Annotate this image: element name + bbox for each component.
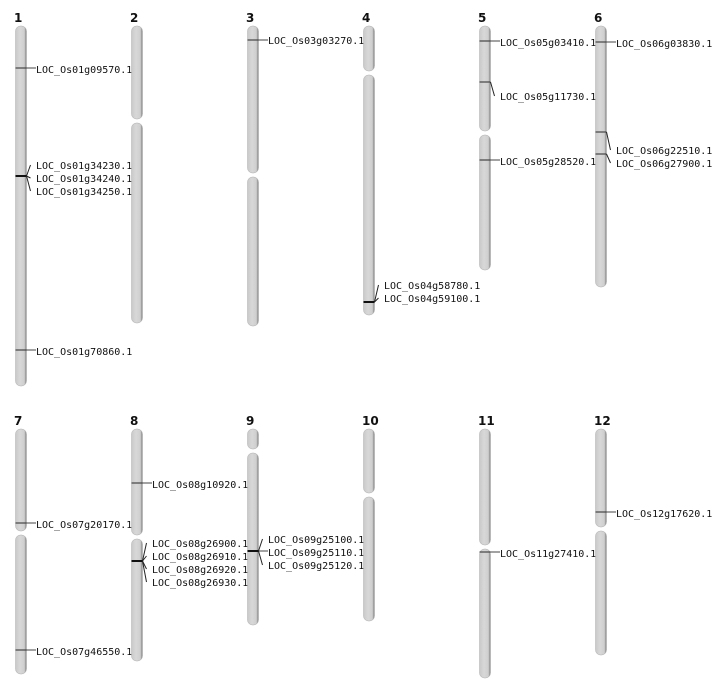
chromosome-arm-q [479,134,491,271]
chromosome-arm-q [479,548,491,679]
chromosome-arm-q [15,534,27,675]
gene-label: LOC_Os06g27900.1 [616,159,712,170]
chromosome-arm-p [479,25,491,132]
gene-label: LOC_Os08g10920.1 [152,480,248,491]
gene-label: LOC_Os05g03410.1 [500,38,596,49]
gene-label: LOC_Os01g34250.1 [36,187,132,198]
chromosome-label: 1 [14,11,22,25]
chromosome-label: 12 [594,414,611,428]
gene-label: LOC_Os08g26900.1 [152,539,248,550]
chromosome-label: 2 [130,11,138,25]
gene-label: LOC_Os04g58780.1 [384,281,480,292]
gene-connector [26,164,31,177]
gene-label: LOC_Os05g28520.1 [500,157,596,168]
gene-label: LOC_Os01g09570.1 [36,65,132,76]
chromosome-arm-p [363,428,375,494]
chromosome-arm-p [15,25,27,387]
chromosome-arm-p [595,428,607,528]
chromosome-arm-q [247,176,259,327]
chromosome-arm-p [15,428,27,532]
gene-label: LOC_Os01g70860.1 [36,347,132,358]
gene-connector [374,284,379,303]
chromosome-arm-p [131,428,143,536]
chromosome-arm-q [595,530,607,656]
gene-label: LOC_Os09g25110.1 [268,548,364,559]
chromosome-label: 9 [246,414,254,428]
chromosome-arm-q [363,496,375,622]
chromosome-label: 8 [130,414,138,428]
chromosome-arm-p [247,428,259,450]
gene-label: LOC_Os09g25100.1 [268,535,364,546]
chromosome-arm-p [247,25,259,174]
chromosome-arm-q [131,122,143,324]
gene-label: LOC_Os06g22510.1 [616,146,712,157]
chromosome-arm-q [247,452,259,626]
gene-connector [26,175,31,192]
chromosome-arm-q [131,538,143,662]
chromosome-2: 2 [130,11,143,324]
gene-label: LOC_Os07g20170.1 [36,520,132,531]
gene-label: LOC_Os05g11730.1 [500,92,596,103]
chromosome-label: 6 [594,11,602,25]
gene-label: LOC_Os08g26920.1 [152,565,248,576]
gene-label: LOC_Os11g27410.1 [500,549,596,560]
gene-connector [374,297,379,303]
gene-label: LOC_Os04g59100.1 [384,294,480,305]
gene-connector [258,550,263,566]
gene-connector [142,542,147,562]
chromosome-arm-p [363,25,375,72]
gene-label: LOC_Os06g03830.1 [616,39,712,50]
chromosome-label: 5 [478,11,486,25]
chromosome-10: 10 [362,414,379,622]
chromosome-6: 6LOC_Os06g03830.1LOC_Os06g22510.1LOC_Os0… [594,11,712,288]
gene-label: LOC_Os09g25120.1 [268,561,364,572]
gene-connector [142,560,147,583]
chromosome-arm-p [131,25,143,120]
gene-connector [606,153,611,164]
chromosome-label: 7 [14,414,22,428]
chromosome-arm-q [363,74,375,316]
gene-connector [142,555,147,562]
chromosome-5: 5LOC_Os05g03410.1LOC_Os05g11730.1LOC_Os0… [478,11,596,271]
chromosome-arm-p [595,25,607,288]
gene-label: LOC_Os03g03270.1 [268,36,364,47]
chromosome-8: 8LOC_Os08g10920.1LOC_Os08g26900.1LOC_Os0… [130,414,248,662]
gene-label: LOC_Os01g34240.1 [36,174,132,185]
gene-label: LOC_Os07g46550.1 [36,647,132,658]
gene-connector [258,538,263,552]
chromosome-label: 3 [246,11,254,25]
gene-connector [490,81,495,97]
gene-label: LOC_Os08g26930.1 [152,578,248,589]
chromosome-arm-p [479,428,491,546]
chromosome-label: 11 [478,414,495,428]
chromosome-1: 1LOC_Os01g09570.1LOC_Os01g34230.1LOC_Os0… [14,11,132,387]
gene-connector [26,175,31,179]
chromosome-label: 10 [362,414,379,428]
gene-label: LOC_Os01g34230.1 [36,161,132,172]
gene-connector [606,131,611,151]
gene-label: LOC_Os08g26910.1 [152,552,248,563]
chromosome-label: 4 [362,11,370,25]
chromosome-9: 9LOC_Os09g25100.1LOC_Os09g25110.1LOC_Os0… [246,414,364,626]
gene-label: LOC_Os12g17620.1 [616,509,712,520]
